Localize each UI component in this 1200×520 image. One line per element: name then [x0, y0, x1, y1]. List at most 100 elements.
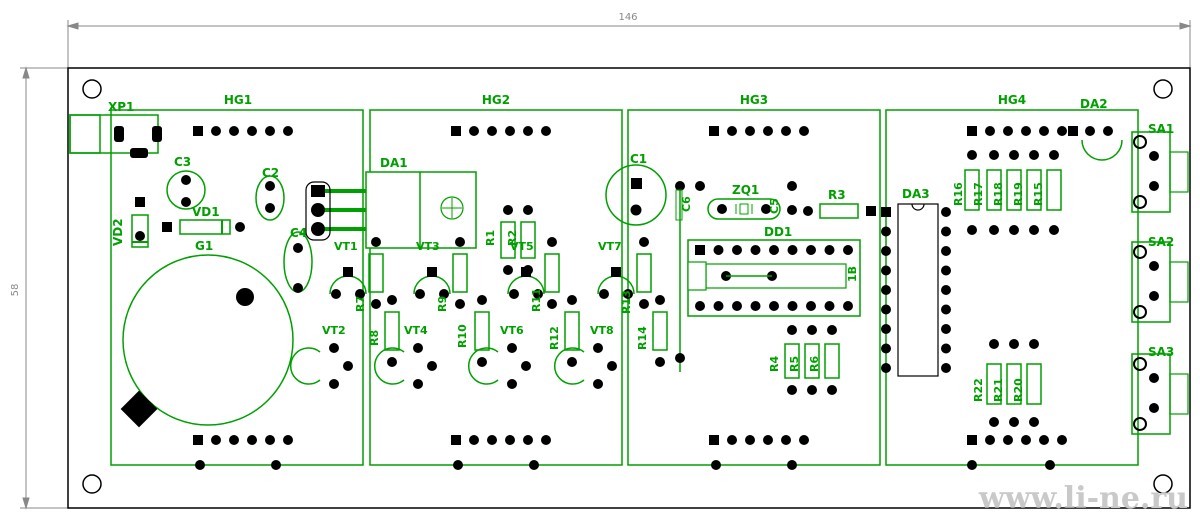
copper-pad [881, 207, 891, 217]
capacitor-c6 [675, 181, 705, 372]
copper-pad [505, 126, 515, 136]
resistor-body [986, 169, 1002, 211]
copper-pad [505, 435, 515, 445]
copper-pad [941, 343, 951, 354]
copper-pad [271, 460, 281, 470]
copper-pad [750, 301, 761, 311]
component-label-vt8: VT8 [590, 324, 614, 337]
component-label-r21: R21 [992, 378, 1005, 402]
component-label-r14: R14 [636, 326, 649, 350]
copper-pad [881, 343, 891, 354]
copper-pad [331, 289, 341, 299]
copper-pad [247, 435, 257, 445]
copper-pad [787, 460, 797, 470]
copper-pad [713, 245, 724, 255]
copper-pad [193, 435, 203, 445]
component-label-r20: R20 [1012, 378, 1025, 402]
copper-pad [711, 460, 721, 470]
copper-pad [623, 289, 633, 299]
copper-pad [1021, 435, 1031, 445]
copper-pad [1009, 417, 1019, 427]
component-label-zq1: ZQ1 [732, 183, 759, 197]
copper-pad [881, 304, 891, 315]
copper-pad [195, 460, 205, 470]
board-outline [67, 67, 1191, 509]
copper-pad [655, 357, 665, 367]
component-label-r12: R12 [548, 326, 561, 350]
component-label-da3: DA3 [902, 187, 930, 201]
copper-pad [639, 237, 649, 247]
copper-pad [763, 435, 773, 445]
copper-pad [989, 225, 999, 235]
copper-pad [1149, 403, 1159, 413]
copper-pad [1009, 225, 1019, 235]
component-label-r13: R13 [620, 290, 633, 314]
mounting-hole [1153, 474, 1173, 494]
copper-pad [1021, 126, 1031, 136]
copper-pad [1029, 417, 1039, 427]
copper-pad [941, 207, 951, 217]
copper-pad [371, 237, 381, 247]
component-label-g1: G1 [195, 239, 213, 253]
copper-pad [599, 289, 609, 299]
section-frame-hg1 [110, 109, 364, 466]
copper-pad [547, 299, 557, 309]
switch-body [1169, 261, 1189, 303]
resistor-body [544, 253, 560, 293]
section-label: HG2 [482, 93, 510, 107]
section-frame-hg3 [627, 109, 881, 466]
transistor-outline [374, 347, 405, 385]
component-label-vt2: VT2 [322, 324, 346, 337]
resistor-body [824, 343, 840, 379]
copper-pad [469, 435, 479, 445]
copper-pad [1149, 181, 1159, 191]
copper-pad [941, 246, 951, 256]
copper-pad [387, 295, 397, 305]
copper-pad [487, 435, 497, 445]
copper-pad [713, 301, 724, 311]
copper-pad [806, 245, 816, 255]
copper-pad [989, 150, 999, 160]
component-label-r15: R15 [1032, 182, 1045, 206]
component-label-dd1: DD1 [764, 225, 792, 239]
copper-pad [229, 126, 239, 136]
copper-pad [1039, 435, 1049, 445]
copper-pad [750, 245, 761, 255]
copper-pad [827, 325, 837, 335]
resistor-group-r4-r6 [784, 325, 840, 395]
mounting-hole [1153, 79, 1173, 99]
copper-pad [781, 126, 791, 136]
copper-pad [1133, 195, 1147, 209]
capacitor-c2 [255, 175, 285, 221]
copper-pad [1045, 460, 1055, 470]
mounting-hole [82, 79, 102, 99]
copper-pad [695, 301, 705, 311]
copper-pad [427, 361, 437, 371]
copper-pad [769, 301, 779, 311]
copper-pad [807, 325, 817, 335]
copper-pad [455, 299, 465, 309]
copper-pad [881, 285, 891, 295]
copper-pad [1149, 261, 1159, 271]
copper-pad [989, 339, 999, 349]
copper-pad [265, 126, 275, 136]
resistor-body [1026, 363, 1042, 405]
copper-pad [547, 237, 557, 247]
resistor-r1 [500, 205, 516, 275]
copper-pad [732, 301, 742, 311]
copper-pad [967, 150, 977, 160]
copper-pad [881, 246, 891, 256]
copper-pad [567, 295, 577, 305]
copper-pad [1057, 435, 1067, 445]
component-label-sa1: SA1 [1148, 122, 1174, 136]
copper-pad [1133, 245, 1147, 259]
buzzer-g1 [120, 254, 294, 428]
copper-pad [727, 126, 737, 136]
capacitor-c4 [283, 231, 313, 293]
component-label-r7: R7 [354, 296, 367, 312]
copper-pad [593, 379, 603, 389]
component-label-xp1: XP1 [108, 100, 134, 114]
resistor-body [964, 169, 980, 211]
transistor-outline [554, 347, 585, 385]
